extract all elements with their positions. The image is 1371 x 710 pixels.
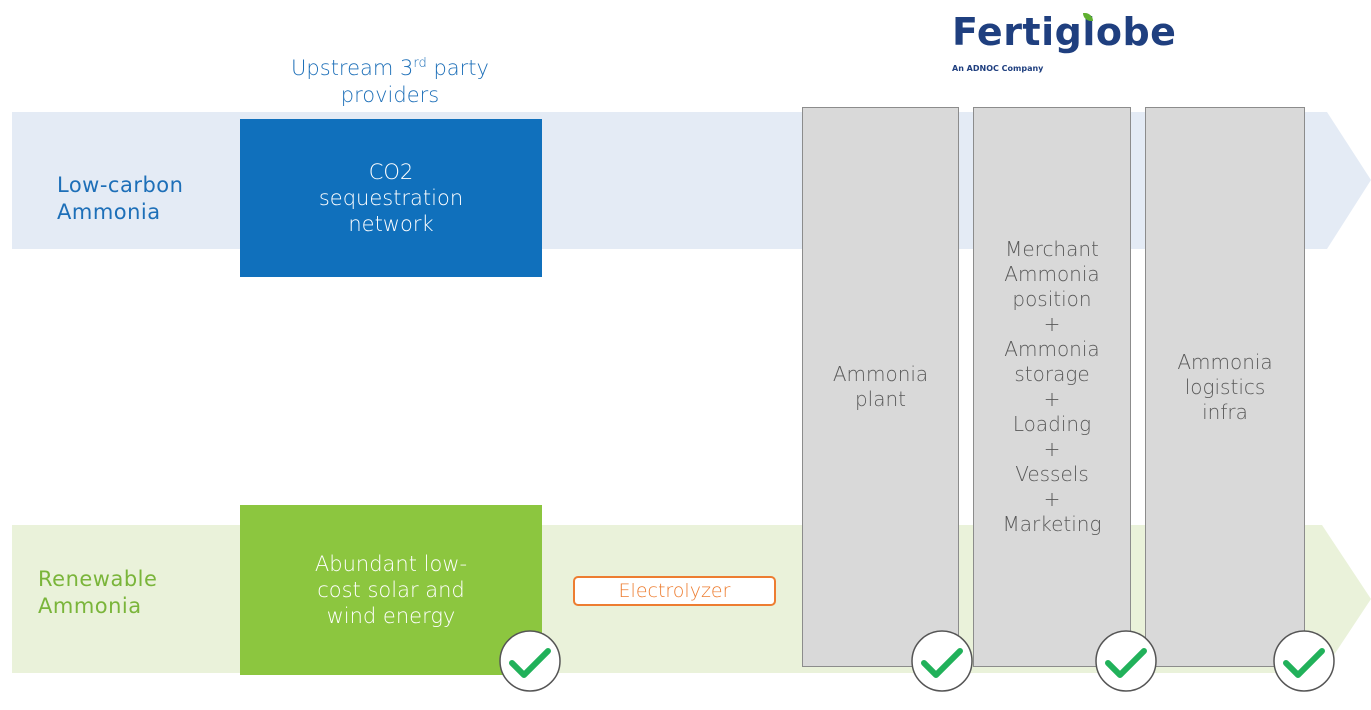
low-carbon-row-label: Low-carbon Ammonia bbox=[57, 173, 184, 224]
fertiglobe-logo: Fertiglobe An ADNOC Company bbox=[952, 10, 1192, 73]
check-icon bbox=[1273, 630, 1335, 692]
check-icon bbox=[499, 630, 561, 692]
co2-sequestration-box: CO2 sequestration network bbox=[240, 119, 542, 277]
logo-wordmark: Fertiglobe bbox=[952, 10, 1177, 54]
logo-tagline: An ADNOC Company bbox=[952, 64, 1044, 73]
check-icon bbox=[1095, 630, 1157, 692]
merchant-ammonia-column: Merchant Ammonia position + Ammonia stor… bbox=[973, 107, 1131, 667]
ammonia-logistics-column: Ammonia logistics infra bbox=[1145, 107, 1305, 667]
logo-leaf-icon bbox=[1083, 13, 1093, 21]
renewable-energy-box: Abundant low- cost solar and wind energy bbox=[240, 505, 542, 675]
check-icon bbox=[911, 630, 973, 692]
ammonia-plant-column: Ammonia plant bbox=[802, 107, 959, 667]
renewable-row-label: Renewable Ammonia bbox=[38, 567, 158, 618]
electrolyzer-tag: Electrolyzer bbox=[573, 576, 776, 606]
upstream-heading: Upstream 3rd party providers bbox=[291, 56, 489, 107]
